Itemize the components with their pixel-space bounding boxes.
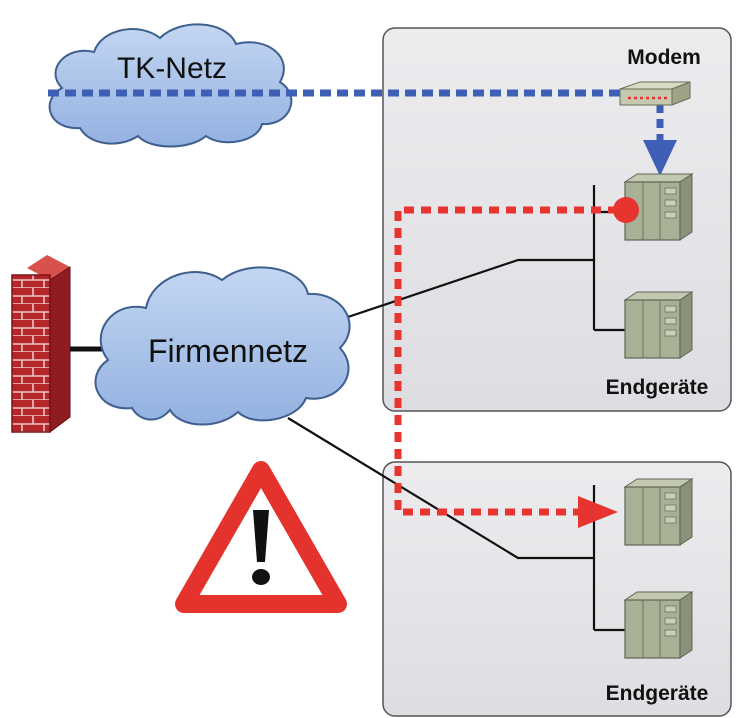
firewall-icon [11, 255, 71, 433]
company-network-label: Firmennetz [148, 333, 308, 369]
device-bottom-1 [623, 478, 694, 546]
top-endpoints-label: Endgeräte [606, 376, 709, 399]
bottom-endpoints-label: Endgeräte [606, 682, 709, 705]
telecom-path-arrowhead [643, 140, 677, 176]
bypass-origin-dot [613, 197, 639, 223]
warning-triangle-icon [175, 461, 347, 613]
telecom-path [48, 89, 677, 176]
telecom-network-label: TK-Netz [117, 52, 227, 85]
device-bottom-2 [623, 591, 694, 659]
bypass-path-arrowhead [578, 496, 618, 528]
modem-label: Modem [627, 46, 701, 69]
telecom-network-cloud: TK-Netz [48, 23, 293, 148]
modem-icon [619, 81, 691, 106]
bypass-path [394, 197, 639, 528]
device-top-2 [623, 291, 694, 359]
company-network-cloud: Firmennetz [94, 266, 351, 426]
